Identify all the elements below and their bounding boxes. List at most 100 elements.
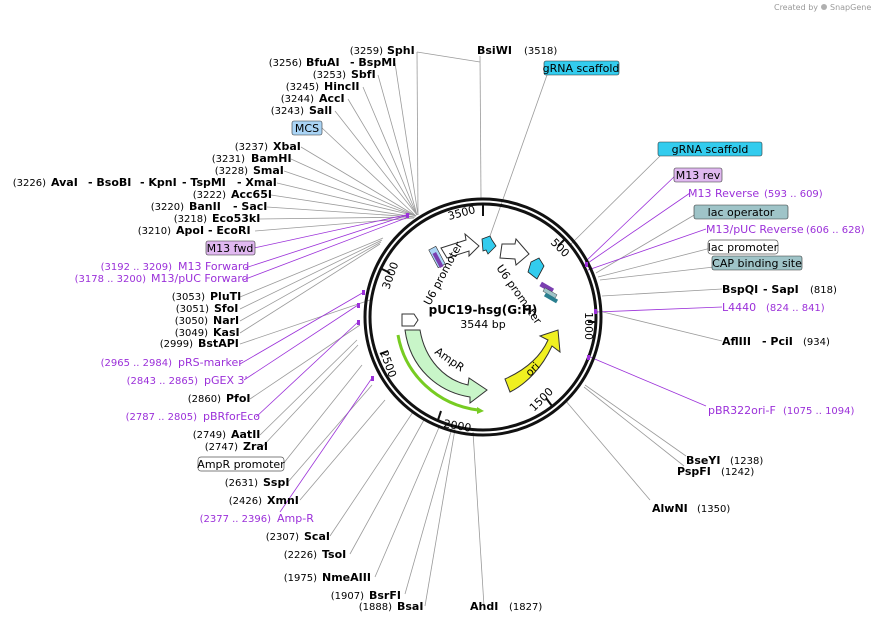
avai-pos: (3226) [13,178,46,189]
tick-label-500: 500 [548,236,572,260]
smai-name: SmaI [253,164,284,177]
xbai-pos: (3237) [235,142,268,153]
primer-mark-prs [362,290,365,295]
m13-forward-range: (3192 .. 3209) [101,262,173,273]
u6-promoter-2-arrow [499,237,530,266]
bspqi-pos: (818) [810,285,837,296]
pcii-name: - PciI [762,335,793,348]
eco53ki-name: Eco53kI [212,212,260,225]
lac-promoter-text: lac promoter [708,241,779,254]
zrai-name: ZraI [243,440,268,453]
tsoi-name: TsoI [322,548,346,561]
ori-arrow [504,329,561,393]
acci-pos: (3244) [281,94,314,105]
bsai-name: BsaI [397,600,423,613]
hincii-pos: (3245) [286,82,319,93]
sfoi-pos: (3051) [176,304,209,315]
pluti-name: PluTI [210,290,241,303]
leader-lines [239,51,723,607]
kasi-pos: (3049) [175,328,208,339]
primer-mark-l4440 [594,309,597,314]
u6-promoter-1-arrow [440,232,480,259]
avai-name: AvaI [51,176,78,189]
alwni-pos: (1350) [697,504,730,515]
apoi-pos: (3210) [138,226,171,237]
m13-rev-marker [539,281,555,294]
kasi-name: KasI [213,326,240,339]
bsiwi-pos: (3518) [524,46,557,57]
pfoi-name: PfoI [226,392,251,405]
sspi-name: SspI [263,476,289,489]
pspfi-name: PspFI [677,465,711,478]
apoi-name: ApoI [176,224,204,237]
hincii-name: HincII [324,80,360,93]
watermark-brand: SnapGene [830,3,871,12]
m13-fwd-marker [432,251,444,269]
backbone-features [357,213,597,381]
bseyi-name: BseYI [686,454,720,467]
m13-puc-forward-name: M13/pUC Forward [151,272,249,285]
plasmid-name: pUC19-hsg(G:H) [429,303,538,317]
acc65i-pos: (3222) [193,190,226,201]
ampr-promoter-arrow [401,313,419,327]
sphi-pos: (3259) [350,46,383,57]
acc65i-name: Acc65I [231,188,272,201]
tick-marks [379,204,596,421]
bstapi-name: BstAPI [198,337,239,350]
l4440-name: L4440 [722,301,756,314]
grna-scaffold-right-text: gRNA scaffold [672,143,749,156]
m13-forward-name: M13 Forward [178,260,249,273]
nari-pos: (3050) [175,316,208,327]
grna-scaffold-right-box [657,141,763,157]
ampr-promoter-box [197,456,285,472]
banii-name: BanII [189,200,221,213]
l4440-range: (824 .. 841) [766,303,825,314]
m13-fwd-text: M13 fwd [207,242,254,255]
xmai-name: - XmaI [237,176,277,189]
banii-pos: (3220) [151,202,184,213]
eco53ki-pos: (3218) [174,214,207,225]
sphi-name: SphI [387,44,415,57]
grna-scaffold-top-box [543,60,620,76]
ahdi-pos: (1827) [509,602,542,613]
lac-operator-text: lac operator [708,206,775,219]
m13-puc-reverse-name: M13/pUC Reverse [706,223,804,236]
m13-reverse-range: (593 .. 609) [764,189,823,200]
tick-label-1000: 1000 [582,312,595,340]
tsoi-pos: (2226) [284,550,317,561]
tspmi-name: - TspMI [182,176,226,189]
aatii-pos: (2749) [193,430,226,441]
snapgene-logo-icon [821,4,827,10]
lac-promoter-box [707,239,779,255]
alwni-name: AlwNI [652,502,688,515]
smai-pos: (3228) [215,166,248,177]
snapgene-watermark: Created by SnapGene [774,3,871,12]
cap-site-text: CAP binding site [712,257,802,270]
primer-mark-ampr [371,376,374,381]
bstapi-pos: (2999) [160,339,193,350]
lac-operator-box [693,204,789,220]
nmeaiii-pos: (1975) [284,573,317,584]
tick-label-3500: 3500 [446,203,476,223]
nmeaiii-name: NmeAIII [322,571,371,584]
sspi-pos: (2631) [225,478,258,489]
cap-marker [543,292,559,304]
right-labels: gRNA scaffold M13 rev M13 Reverse (593 .… [470,141,865,613]
scai-pos: (2307) [266,532,299,543]
bspmi-name: - BspMI [350,56,396,69]
xmni-name: XmnI [267,494,299,507]
sali-pos: (3243) [271,106,304,117]
bfuai-name: BfuAI [306,56,340,69]
ecori-name: - EcoRI [208,224,251,237]
amp-r-range: (2377 .. 2396) [200,514,272,525]
pgex3-name: pGEX 3' [204,374,248,387]
bsrfi-pos: (1907) [331,591,364,602]
primer-mark-m13fwd [406,213,409,218]
primer-mark-pgex [357,303,360,308]
tick-label-1500: 1500 [527,385,556,414]
m13-puc-forward-range: (3178 .. 3200) [75,274,147,285]
nari-name: NarI [213,314,239,327]
m13-rev-text: M13 rev [676,169,721,182]
backbone [363,197,603,437]
